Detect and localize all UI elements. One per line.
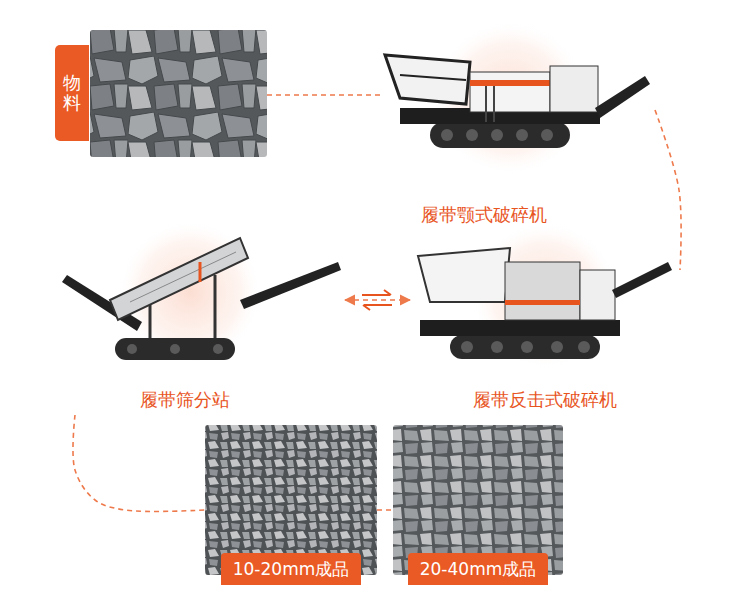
wheel <box>441 129 453 141</box>
product-node: 20-40mm成品 <box>393 425 563 585</box>
flow-connector <box>267 94 380 96</box>
wheel <box>521 341 533 353</box>
flow-connector <box>73 415 205 511</box>
flow-connector <box>345 299 410 301</box>
wheel <box>541 129 553 141</box>
ladder <box>493 86 495 122</box>
conveyor <box>240 262 341 309</box>
product-node: 10-20mm成品 <box>205 425 377 585</box>
product-label: 10-20mm成品 <box>221 553 362 585</box>
two-way-symbol <box>362 294 390 296</box>
machine-node: 履带反击式破碎机 <box>410 235 680 415</box>
leg <box>149 305 152 338</box>
conveyor <box>612 262 672 298</box>
wheel <box>551 341 563 353</box>
rock-photo <box>90 30 267 157</box>
track <box>430 122 570 148</box>
wheel <box>491 129 503 141</box>
wheel <box>491 341 503 353</box>
engine-box <box>580 270 615 320</box>
stripe <box>199 262 202 282</box>
wheel <box>578 341 590 353</box>
two-way-symbol <box>364 304 392 306</box>
machine-label: 履带颚式破碎机 <box>418 203 550 226</box>
screen-box <box>110 238 248 320</box>
flow-connector <box>377 509 393 511</box>
product-label: 20-40mm成品 <box>408 553 549 585</box>
chassis <box>420 320 620 336</box>
hopper <box>418 248 510 302</box>
track <box>115 338 235 360</box>
material-tab: 物料 <box>55 45 89 141</box>
stripe <box>470 80 550 86</box>
stripe <box>505 300 580 305</box>
screen-line <box>130 252 236 302</box>
wheel <box>466 129 478 141</box>
crusher-body <box>505 262 580 320</box>
wheel <box>127 344 137 354</box>
machine-node: 履带筛分站 <box>55 235 345 415</box>
hopper-rib <box>400 75 466 80</box>
engine-box <box>550 66 598 112</box>
machine-node: 履带颚式破碎机 <box>380 35 655 230</box>
wheel <box>461 341 473 353</box>
leg <box>214 275 217 338</box>
track <box>450 335 600 359</box>
flow-connector <box>655 110 681 270</box>
machine-label: 履带筛分站 <box>137 388 233 411</box>
wheel <box>170 344 180 354</box>
wheel <box>213 344 223 354</box>
crusher-body <box>470 72 550 112</box>
material-node: 物料 <box>55 30 267 157</box>
wheel <box>516 129 528 141</box>
two-way-symbol <box>384 290 391 295</box>
machine-label: 履带反击式破碎机 <box>470 388 620 411</box>
conveyor <box>595 76 650 118</box>
ladder <box>485 86 487 122</box>
hopper <box>385 55 470 104</box>
two-way-symbol <box>363 305 370 310</box>
